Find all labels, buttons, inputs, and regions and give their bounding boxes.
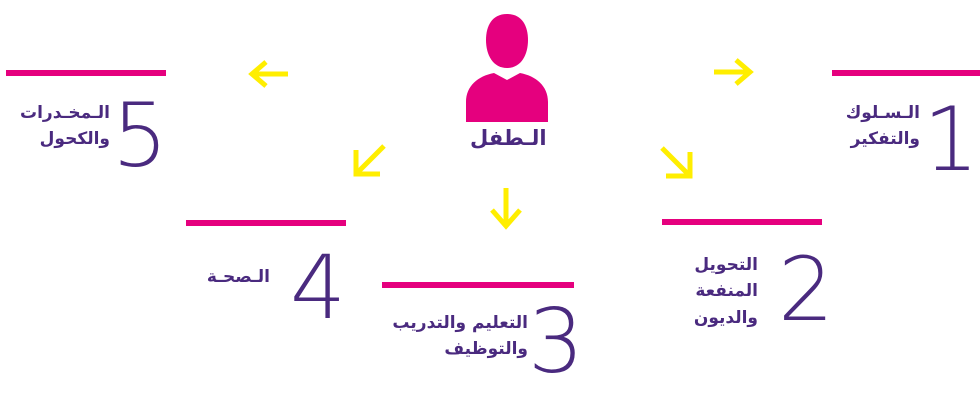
item-4-label: الـصحـة bbox=[207, 264, 270, 290]
item-2-bar bbox=[662, 219, 822, 225]
item-1-line-2: والتفكير bbox=[850, 129, 920, 150]
item-2-line-3: والديون bbox=[693, 307, 758, 328]
item-1-line-1: الـسـلوك bbox=[845, 103, 920, 123]
arrow-down-right-icon bbox=[660, 146, 693, 179]
item-5-number: 5 bbox=[112, 84, 168, 187]
item-1-label: الـسـلوك والتفكير bbox=[846, 100, 920, 153]
item-3-line-2: والتوظيف bbox=[444, 339, 528, 360]
arrow-right-icon bbox=[714, 58, 754, 86]
item-2-label: التحويل المنفعة والديون bbox=[694, 252, 758, 331]
item-2-number: 2 bbox=[778, 238, 834, 341]
item-2-line-1: التحويل bbox=[694, 255, 758, 275]
item-4-number: 4 bbox=[290, 236, 346, 339]
arrow-left-icon bbox=[248, 60, 288, 88]
item-5-bar bbox=[6, 70, 166, 76]
item-1-number: 1 bbox=[923, 88, 979, 191]
item-3-bar bbox=[382, 282, 574, 288]
item-5-line-2: والكحول bbox=[39, 129, 110, 150]
item-4-bar bbox=[186, 220, 346, 226]
item-3-label: التعليم والتدريب والتوظيف bbox=[392, 310, 528, 363]
arrow-down-left-icon bbox=[353, 144, 386, 177]
item-2-line-2: المنفعة bbox=[695, 281, 758, 302]
item-5-label: الـمخـدرات والكحول bbox=[20, 100, 110, 153]
arrow-down-icon bbox=[490, 188, 522, 230]
item-4-line-1: الـصحـة bbox=[206, 267, 270, 287]
item-5-line-1: الـمخـدرات bbox=[20, 103, 110, 123]
item-1-bar bbox=[832, 70, 980, 76]
center-label: الـطفل bbox=[470, 126, 547, 150]
item-3-number: 3 bbox=[528, 290, 584, 393]
person-icon bbox=[466, 14, 548, 122]
item-3-line-1: التعليم والتدريب bbox=[392, 313, 528, 333]
